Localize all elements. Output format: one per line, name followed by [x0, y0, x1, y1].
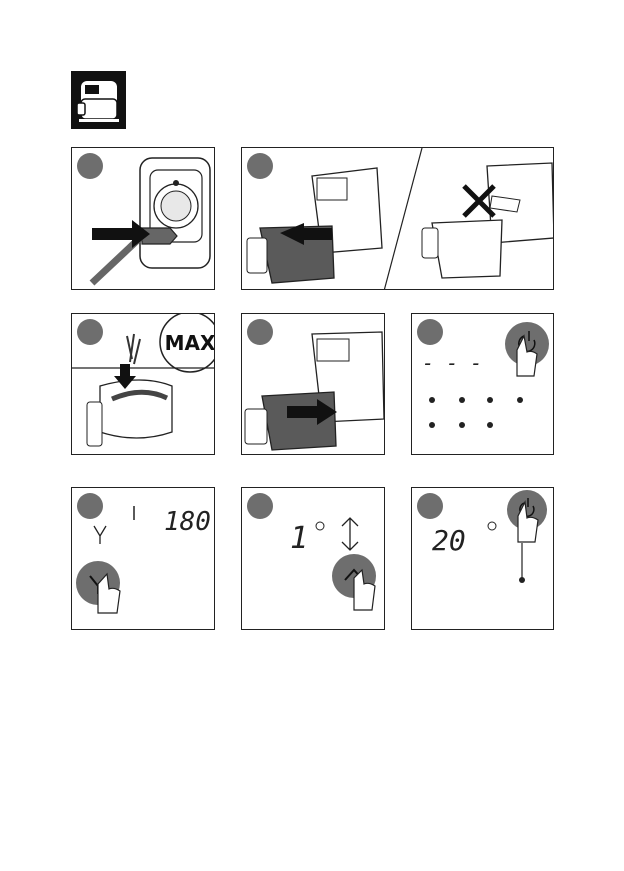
display-dashes: - - - — [422, 351, 482, 375]
panel-time-set: 1 — [241, 487, 385, 630]
step-marker — [417, 493, 443, 519]
time-display: 20 — [432, 524, 466, 557]
temperature-display: 180 — [164, 507, 211, 537]
step-marker — [247, 493, 273, 519]
panel-insert-basket — [241, 313, 385, 455]
panel-start: 20 — [411, 487, 554, 630]
panel-remove-basket — [241, 147, 554, 290]
panel-temperature: 180 — [71, 487, 215, 630]
time-step-display: 1 — [290, 521, 308, 556]
step-marker — [77, 493, 103, 519]
panel-fill-max: MAX — [71, 313, 215, 455]
step-marker — [247, 319, 273, 345]
panel-power-on: - - - — [411, 313, 554, 455]
step-marker — [77, 153, 103, 179]
step-marker — [247, 153, 273, 179]
step-marker — [77, 319, 103, 345]
panel-plug-in — [71, 147, 215, 290]
step-marker — [417, 319, 443, 345]
max-label: MAX — [165, 331, 215, 355]
air-fryer-header-icon — [71, 71, 126, 129]
